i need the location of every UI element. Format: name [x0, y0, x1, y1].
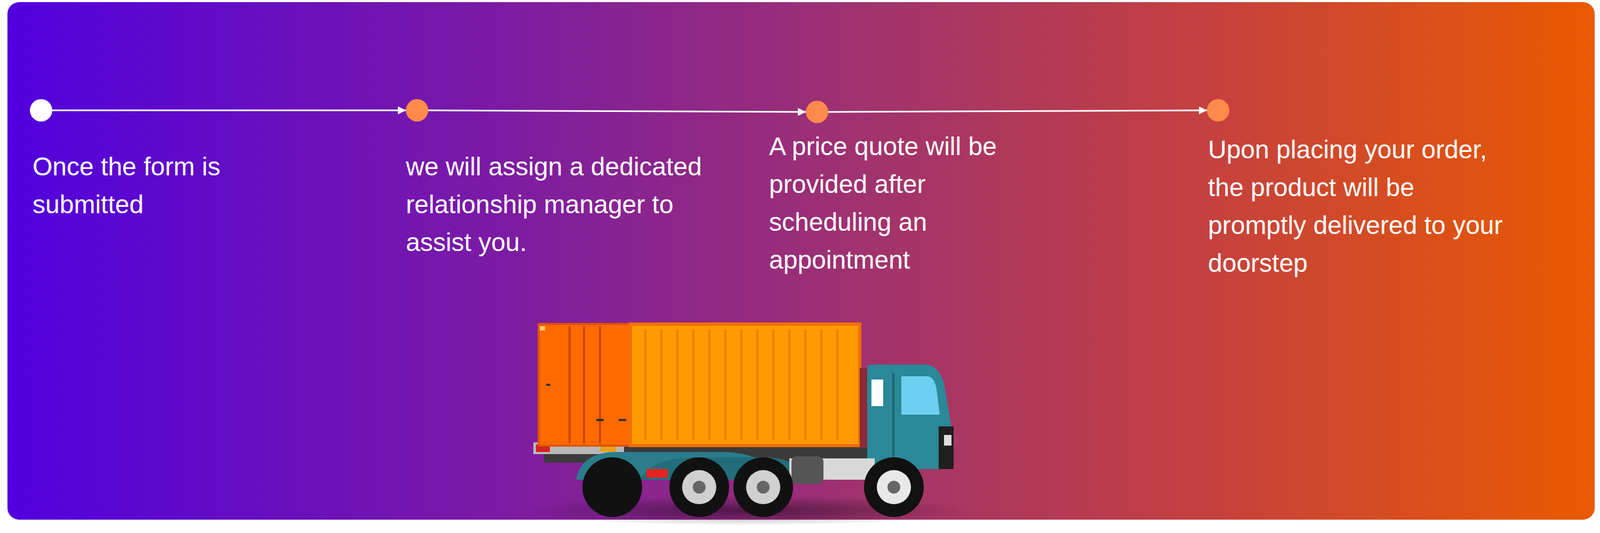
step-text: A price quote will be provided after sch…	[769, 127, 1026, 279]
timeline-arrow	[428, 110, 806, 112]
timeline-dot: Upon placing your order, the product wil…	[1206, 99, 1230, 122]
timeline-dot: A price quote will be provided after sch…	[805, 100, 829, 124]
timeline-arrow	[52, 109, 406, 112]
step-text: we will assign a dedicated relationship …	[405, 147, 705, 262]
timeline-arrow	[828, 110, 1207, 112]
step-text: Once the form is submitted	[32, 147, 262, 224]
timeline-dot: Once the form is submitted	[29, 99, 53, 122]
gradient-panel	[7, 2, 1595, 520]
truck-illustration	[522, 324, 971, 526]
step-text: Upon placing your order, the product wil…	[1208, 130, 1512, 283]
timeline-dot: we will assign a dedicated relationship …	[405, 99, 429, 122]
